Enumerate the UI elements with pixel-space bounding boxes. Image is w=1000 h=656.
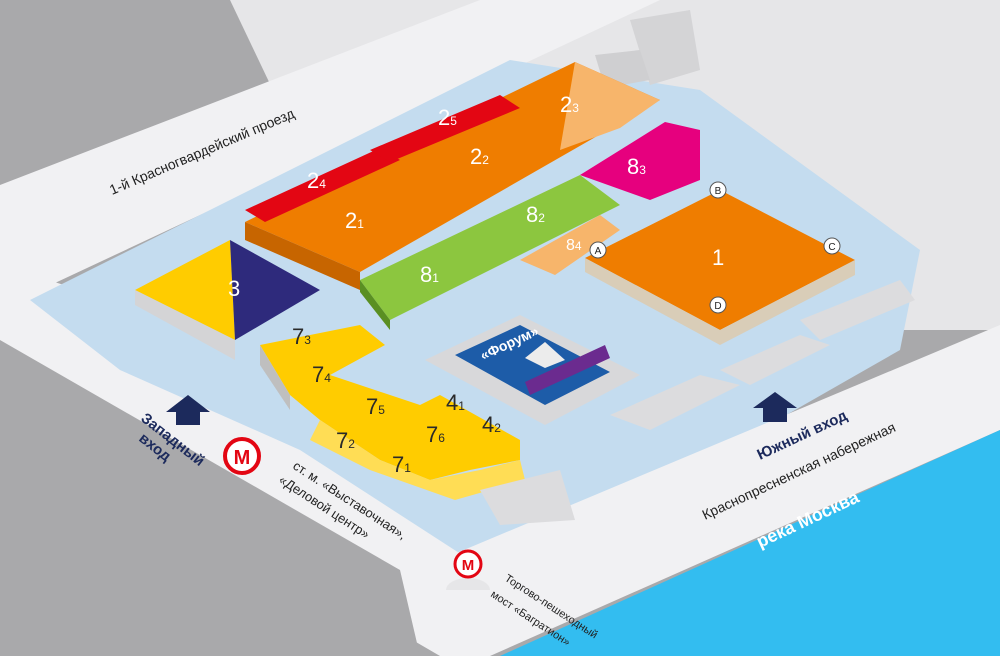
hall-7-5-label: 75 <box>366 394 385 419</box>
corner-marker-a <box>589 241 607 259</box>
hall-7-lower <box>310 420 525 500</box>
corner-label-d: D <box>714 301 721 312</box>
corner-marker-c <box>823 237 841 255</box>
hall-7-1-label: 71 <box>392 452 411 477</box>
hall-7-4-label: 74 <box>312 362 331 387</box>
forum-purple-strip <box>525 345 610 395</box>
hall-8-4 <box>520 215 620 275</box>
south-building-2 <box>720 335 830 385</box>
hall-8-1-label: 81 <box>420 262 439 287</box>
hall-8-2-label: 82 <box>526 202 545 227</box>
hall-7-complex <box>260 325 520 480</box>
west-entrance-arrow-icon <box>166 395 210 425</box>
hall-7-3-label: 73 <box>292 324 311 349</box>
hall-4-1-label: 41 <box>446 390 465 415</box>
corner-label-b: B <box>715 186 722 197</box>
forum-pyramid <box>525 342 565 368</box>
corner-marker-d <box>709 296 727 314</box>
hall-7-6-label: 76 <box>426 422 445 447</box>
south-building-3 <box>800 280 915 340</box>
hall-3-label: 3 <box>228 276 240 301</box>
corner-label-c: C <box>828 242 835 253</box>
bridge-tower-body <box>446 590 490 630</box>
site-area <box>30 60 920 560</box>
west-ground <box>0 340 420 656</box>
hall-2-2-label: 22 <box>470 144 489 169</box>
hall-8-green <box>360 175 620 320</box>
hall-8-3 <box>580 122 700 200</box>
hall-3-side <box>135 290 235 360</box>
building-top-right-1 <box>630 10 700 85</box>
bridge-metro-icon <box>453 549 483 579</box>
metro-icon-letter: М <box>234 447 251 469</box>
south-building-4 <box>480 470 575 525</box>
hall-1-side <box>585 258 855 345</box>
hall-7-2-label: 72 <box>336 428 355 453</box>
south-building-1 <box>610 375 740 430</box>
hall-3-yellow <box>135 240 235 340</box>
hall-8-3-label: 83 <box>627 154 646 179</box>
forum-top <box>455 325 610 405</box>
river <box>500 430 1000 656</box>
hall-4-2-label: 42 <box>482 412 501 437</box>
hall-8-green-side <box>360 280 390 330</box>
hall-2-4-label: 24 <box>307 168 326 193</box>
hall-1-label: 1 <box>712 245 724 270</box>
hall-3-navy <box>230 240 320 340</box>
corner-marker-b <box>709 181 727 199</box>
hall-8-4-label: 84 <box>566 237 582 254</box>
corner-label-a: A <box>595 246 602 257</box>
hall-2-top <box>245 62 660 272</box>
hall-7-side <box>260 345 290 410</box>
bridge-metro-letter: М <box>462 557 475 574</box>
hall-2-1-label: 21 <box>345 208 364 233</box>
hall-2-3-label: 23 <box>560 92 579 117</box>
hall-2-side <box>245 222 360 290</box>
hall-2-4-strip <box>245 148 400 222</box>
hall-2-5-strip <box>370 95 520 162</box>
embankment-road <box>440 325 1000 656</box>
metro-icon <box>223 437 261 475</box>
south-entrance-arrow-icon <box>753 392 797 422</box>
hall-2-5-label: 25 <box>438 105 457 130</box>
hall-2-3-area <box>560 62 660 150</box>
